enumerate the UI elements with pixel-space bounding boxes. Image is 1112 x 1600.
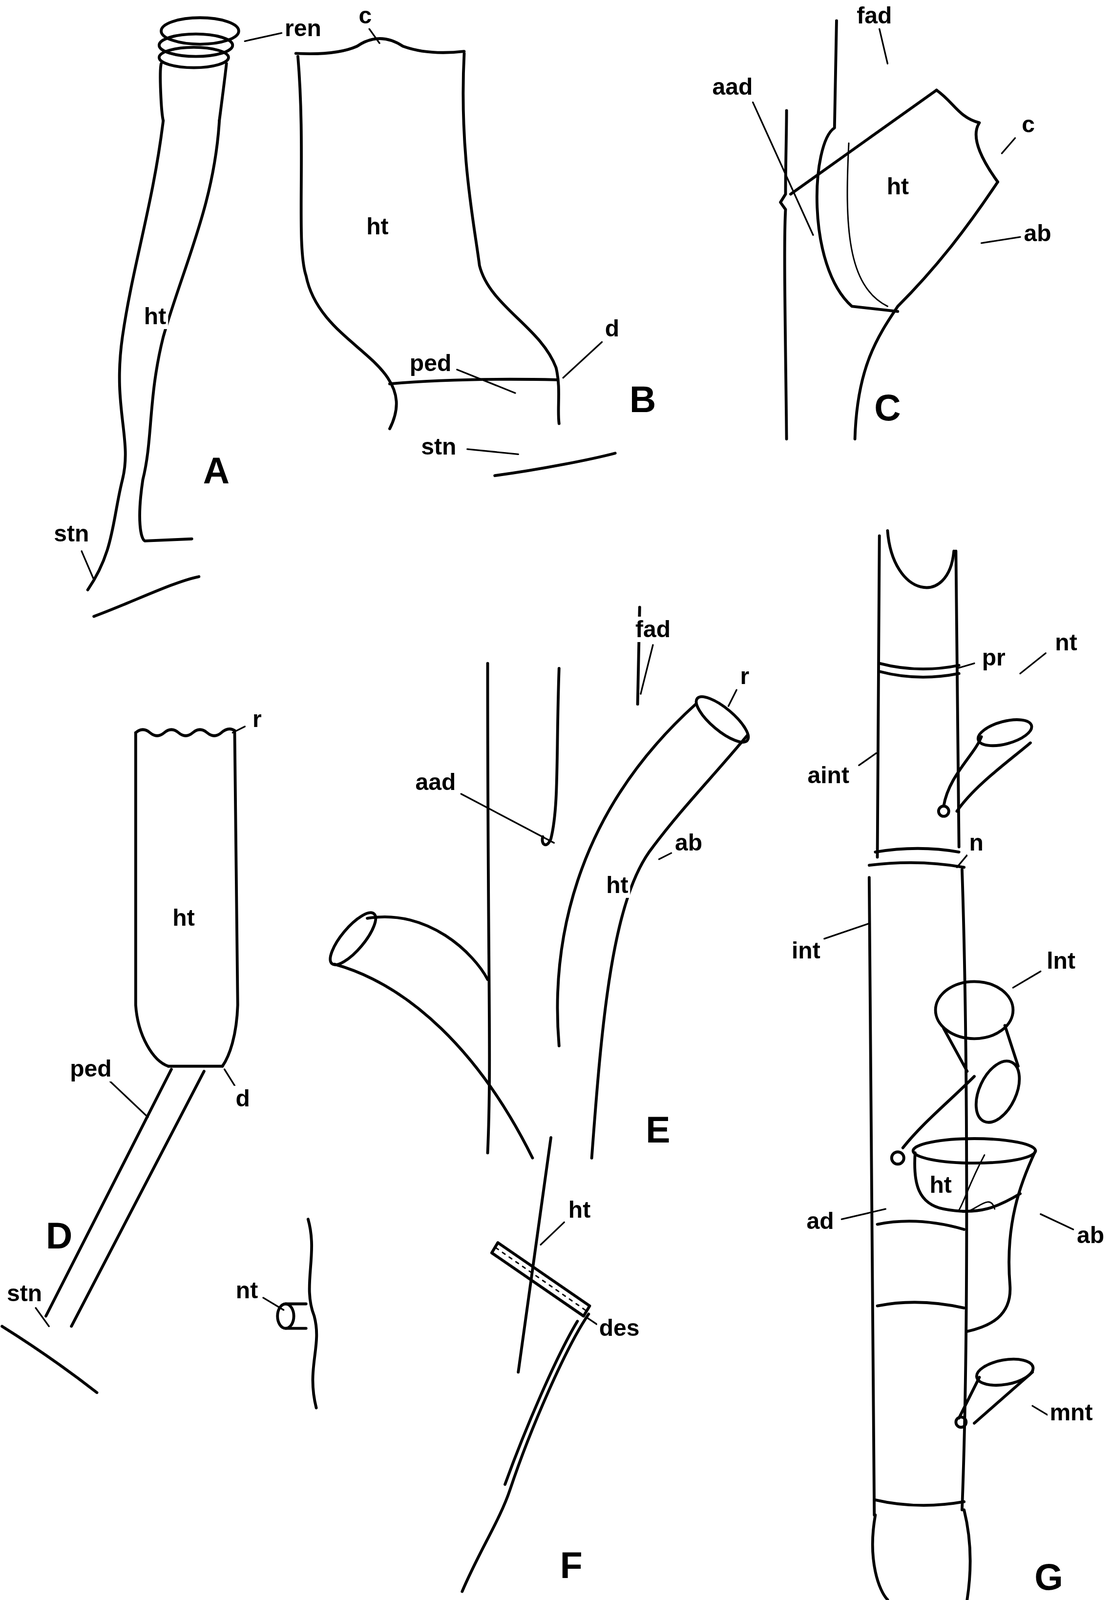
part-label: pr — [980, 645, 1008, 671]
part-label: stn — [419, 434, 459, 460]
part-label: ht — [364, 213, 391, 240]
part-label: ht — [170, 905, 197, 931]
part-label: aint — [805, 762, 852, 789]
part-label: ab — [1074, 1222, 1107, 1249]
part-label: ht — [566, 1197, 593, 1223]
panel-letter: A — [201, 452, 232, 491]
part-label: fad — [854, 2, 894, 29]
part-label: c — [356, 2, 374, 29]
part-label: stn — [51, 521, 91, 547]
part-label: int — [789, 938, 823, 964]
part-label: des — [597, 1315, 642, 1342]
panel-letter: D — [43, 1216, 75, 1256]
part-label: c — [1019, 111, 1037, 138]
part-label: ad — [804, 1208, 837, 1234]
part-label: ab — [1021, 220, 1053, 247]
panel-letter: F — [558, 1546, 585, 1586]
part-label: ht — [604, 872, 630, 899]
panel-letter: C — [872, 388, 903, 428]
part-label: ht — [884, 173, 911, 200]
part-label: ht — [142, 303, 168, 330]
part-label: ab — [672, 829, 705, 856]
leader-lines — [35, 28, 1074, 1419]
part-label: mnt — [1047, 1400, 1095, 1426]
part-label: lnt — [1044, 948, 1078, 974]
part-label: stn — [4, 1280, 44, 1307]
part-label: nt — [233, 1278, 260, 1304]
panel-letter: B — [627, 380, 658, 420]
part-label: d — [233, 1086, 252, 1112]
part-label: aad — [710, 74, 756, 100]
drawing — [1, 17, 1036, 1600]
panel-letter: E — [643, 1111, 672, 1150]
part-label: ht — [927, 1172, 954, 1198]
part-label: nt — [1052, 629, 1079, 656]
part-label: r — [250, 706, 264, 733]
part-label: d — [603, 315, 622, 342]
part-label: n — [966, 829, 986, 856]
part-label: fad — [633, 616, 673, 643]
part-label: ped — [67, 1056, 114, 1082]
part-label: ren — [282, 15, 324, 42]
panel-letter: G — [1032, 1558, 1065, 1598]
part-label: ped — [407, 350, 454, 377]
part-label: aad — [413, 769, 459, 796]
part-label: r — [738, 663, 752, 690]
